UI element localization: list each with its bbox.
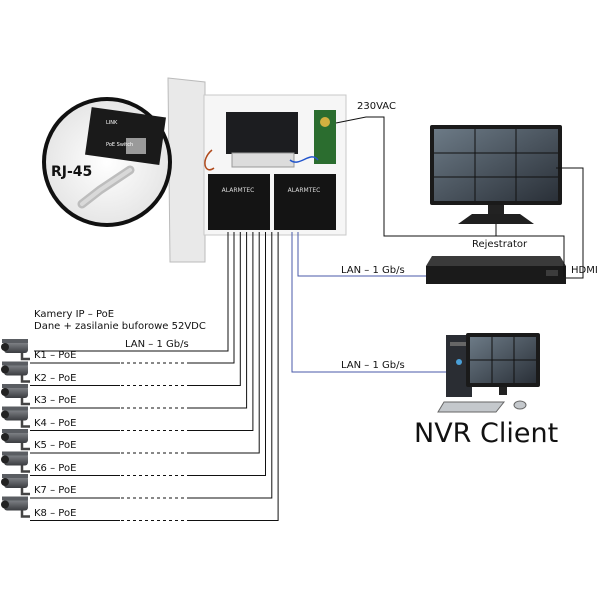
video-line bbox=[556, 167, 584, 279]
camera-icon bbox=[1, 361, 30, 383]
nvr-client-label: NVR Client bbox=[414, 418, 559, 449]
rj45-label: RJ-45 bbox=[51, 164, 93, 180]
lan-client-line bbox=[291, 232, 446, 373]
camera-label: K6 – PoE bbox=[34, 462, 77, 474]
camera-icon bbox=[1, 339, 30, 361]
lan-client-label: LAN – 1 Gb/s bbox=[341, 360, 405, 371]
power-label: 230VAC bbox=[357, 101, 396, 112]
camera-icon bbox=[1, 451, 30, 473]
camera-column bbox=[1, 339, 30, 518]
camera-icon bbox=[1, 429, 30, 451]
camera-bundle-line bbox=[34, 232, 229, 352]
camera-label: K3 – PoE bbox=[34, 395, 77, 406]
psu-board bbox=[314, 110, 336, 164]
camera-label: K4 – PoE bbox=[34, 417, 77, 429]
camera-label: K8 – PoE bbox=[34, 507, 77, 519]
battery-2-brand: ALARMTEC bbox=[288, 187, 321, 194]
power-line bbox=[335, 116, 565, 277]
monitor bbox=[430, 125, 562, 224]
camera-lines bbox=[30, 232, 279, 521]
svg-text:PoE Switch: PoE Switch bbox=[106, 142, 133, 148]
camera-label: K2 – PoE bbox=[34, 372, 77, 384]
lan-cameras-label: LAN – 1 Gb/s bbox=[125, 339, 189, 350]
camera-icon bbox=[1, 406, 30, 428]
camera-wire bbox=[190, 232, 279, 521]
camera-label: K1 – PoE bbox=[34, 350, 77, 361]
camera-label: K7 – PoE bbox=[34, 485, 77, 496]
lan-recorder-label: LAN – 1 Gb/s bbox=[341, 265, 405, 276]
wiring bbox=[291, 116, 584, 373]
lan-recorder-line bbox=[297, 232, 426, 277]
battery-1-brand: ALARMTEC bbox=[222, 187, 255, 194]
camera-wire bbox=[190, 232, 241, 386]
camera-label: K5 – PoE bbox=[34, 440, 77, 451]
cameras-title-1: Kamery IP – PoE bbox=[34, 309, 115, 320]
camera-icon bbox=[1, 496, 30, 518]
poe-switch-module bbox=[226, 112, 298, 154]
recorder-label: Rejestrator bbox=[472, 239, 528, 250]
nvr-recorder bbox=[426, 256, 566, 284]
battery-2 bbox=[274, 174, 336, 230]
camera-wire bbox=[190, 232, 254, 431]
hdmi-label: HDMI bbox=[571, 265, 598, 276]
battery-1 bbox=[208, 174, 270, 230]
rj45-zoom: LINK PoE Switch bbox=[42, 97, 172, 227]
camera-icon bbox=[1, 384, 30, 406]
svg-text:LINK: LINK bbox=[106, 120, 118, 126]
camera-icon bbox=[1, 474, 30, 496]
camera-wire bbox=[190, 232, 266, 476]
camera-wire bbox=[190, 232, 235, 364]
rj45-port bbox=[126, 138, 146, 154]
pc-client bbox=[437, 333, 540, 413]
camera-wire bbox=[190, 232, 273, 499]
cameras-title-2: Dane + zasilanie buforowe 52VDC bbox=[34, 321, 206, 332]
camera-wire bbox=[190, 232, 260, 454]
psu-cabinet: ALARMTEC ALARMTEC bbox=[167, 77, 347, 263]
camera-wire bbox=[190, 232, 248, 409]
